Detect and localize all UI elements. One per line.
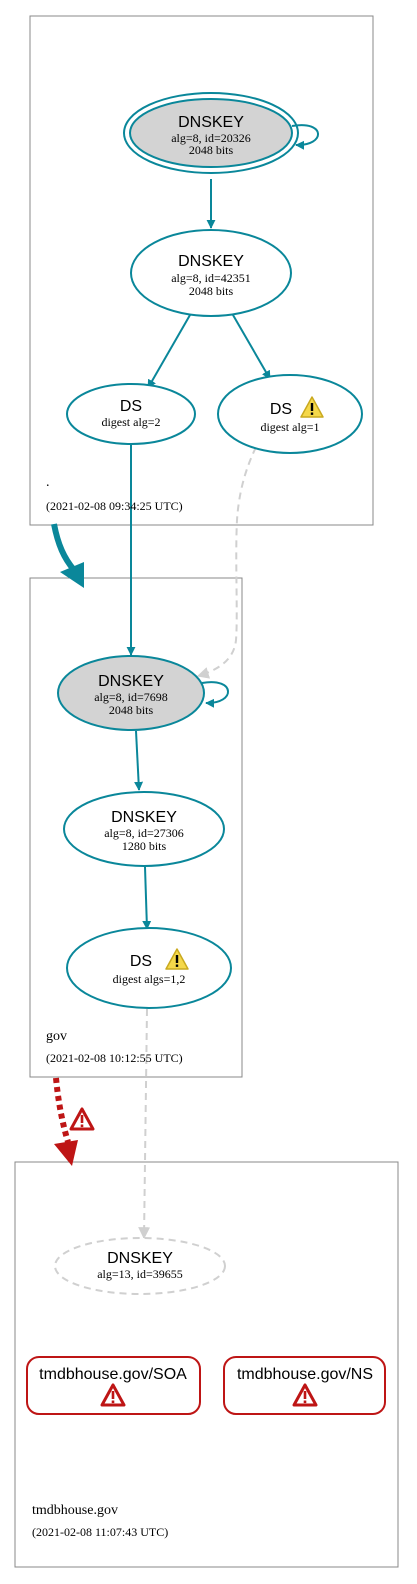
edge-root-zsk-ds1 (232, 314, 271, 380)
edge-delegation-gov-tmdb (53, 1077, 71, 1143)
delegation-gov-tmdb-arrowhead (54, 1140, 78, 1166)
node-root-ds-alg2-title: DS (120, 398, 142, 415)
node-root-ds-alg2[interactable]: DS digest alg=2 (66, 383, 196, 445)
node-root-zsk-line2: 2048 bits (189, 284, 234, 298)
node-root-ksk-line2: 2048 bits (189, 143, 234, 157)
zone-tmdbhouse-timestamp: (2021-02-08 11:07:43 UTC) (32, 1525, 168, 1539)
edge-ds1-gov-ksk (196, 425, 268, 679)
error-icon (100, 1383, 126, 1407)
node-gov-ksk-line1: alg=8, id=7698 (94, 690, 168, 704)
node-root-zsk[interactable]: DNSKEY alg=8, id=42351 2048 bits (130, 229, 292, 317)
node-gov-ksk-line2: 2048 bits (109, 703, 154, 717)
node-tmdb-soa[interactable]: tmdbhouse.gov/SOA (26, 1356, 201, 1415)
node-gov-zsk-title: DNSKEY (111, 809, 177, 826)
zone-gov-timestamp: (2021-02-08 10:12:55 UTC) (46, 1051, 183, 1065)
edge-gov-ksk-self (201, 681, 229, 708)
edge-root-ksk-self (291, 124, 319, 150)
edge-delegation-root-gov (51, 523, 77, 572)
node-tmdb-dnskey-title: DNSKEY (107, 1250, 173, 1267)
node-tmdb-dnskey[interactable]: DNSKEY alg=13, id=39655 (54, 1237, 226, 1295)
node-root-ds-alg1-title: DS (270, 401, 292, 418)
node-gov-ds-title: DS (130, 953, 152, 970)
node-root-ksk-line1: alg=8, id=20326 (171, 131, 251, 145)
edge-gov-ds-tmdb-key (138, 1008, 151, 1240)
node-root-ds-alg1-line1: digest alg=1 (260, 420, 319, 434)
node-gov-zsk-line1: alg=8, id=27306 (104, 826, 184, 840)
node-tmdb-ns[interactable]: tmdbhouse.gov/NS (223, 1356, 386, 1415)
error-icon (69, 1107, 95, 1131)
node-root-ksk[interactable]: DNSKEY alg=8, id=20326 2048 bits (123, 92, 299, 174)
node-root-ksk-title: DNSKEY (178, 114, 244, 131)
zone-gov-name: gov (46, 1029, 67, 1044)
node-gov-zsk[interactable]: DNSKEY alg=8, id=27306 1280 bits (63, 791, 225, 867)
zone-root-box (29, 15, 374, 526)
node-gov-ds[interactable]: DS digest algs=1,2 (66, 927, 232, 1009)
node-tmdb-dnskey-line1: alg=13, id=39655 (97, 1267, 183, 1281)
warning-icon (300, 396, 324, 418)
node-gov-ds-line1: digest algs=1,2 (113, 972, 186, 986)
zone-root-timestamp: (2021-02-08 09:34:25 UTC) (46, 499, 183, 513)
edge-gov-zsk-ds (142, 866, 152, 930)
node-gov-zsk-line2: 1280 bits (122, 839, 167, 853)
node-root-ds-alg1[interactable]: DS digest alg=1 (217, 374, 363, 454)
node-gov-ksk-title: DNSKEY (98, 673, 164, 690)
node-root-zsk-title: DNSKEY (178, 253, 244, 270)
edge-root-zsk-ds2 (147, 314, 191, 389)
zone-gov-box (29, 577, 243, 1078)
node-root-ds-alg2-line1: digest alg=2 (101, 415, 160, 429)
node-gov-ksk[interactable]: DNSKEY alg=8, id=7698 2048 bits (57, 655, 205, 731)
node-tmdb-soa-title: tmdbhouse.gov/SOA (39, 1366, 187, 1383)
zone-tmdbhouse-box (14, 1161, 399, 1568)
delegation-root-gov-arrowhead (60, 562, 84, 588)
node-root-zsk-line1: alg=8, id=42351 (171, 271, 251, 285)
edge-gov-ksk-zsk (134, 730, 144, 791)
node-tmdb-ns-title: tmdbhouse.gov/NS (237, 1366, 373, 1383)
zone-root-name: . (46, 475, 50, 490)
zone-tmdbhouse-name: tmdbhouse.gov (32, 1503, 118, 1518)
warning-icon (165, 948, 189, 970)
error-icon (292, 1383, 318, 1407)
